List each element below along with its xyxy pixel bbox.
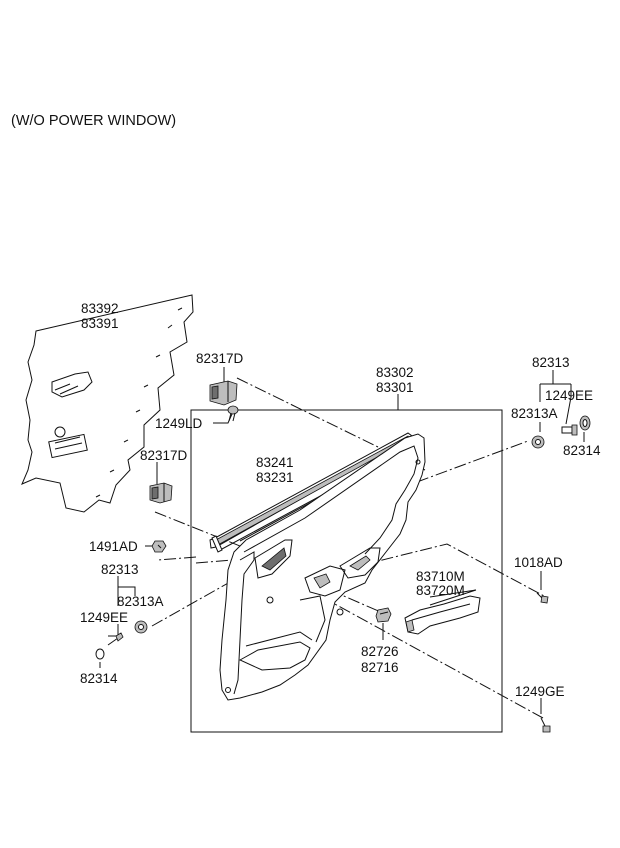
label-1249ee-left: 1249EE <box>80 610 128 625</box>
label-82317d-top: 82317D <box>196 351 244 366</box>
label-1491ad: 1491AD <box>89 539 138 554</box>
label-82313a-left: 82313A <box>117 594 164 609</box>
label-83710m: 83710M <box>416 569 465 584</box>
label-82726: 82726 <box>361 644 399 659</box>
label-82314-left: 82314 <box>80 671 118 686</box>
clip-82317d-top <box>209 380 238 406</box>
alignment-lines <box>151 377 547 719</box>
label-83392: 83392 <box>81 301 119 316</box>
label-83720m: 83720M <box>416 583 465 598</box>
label-1018ad: 1018AD <box>514 555 563 570</box>
fastener-1491ad <box>151 540 167 553</box>
clip-82317d-mid <box>149 482 173 504</box>
screw-1249ee-left <box>107 632 124 646</box>
label-83241: 83241 <box>256 455 294 470</box>
grommet-82313a-left <box>134 620 148 634</box>
part-labels: 83392 83391 82317D 1249LD 83302 83301 82… <box>80 301 601 699</box>
label-82314-right: 82314 <box>563 443 601 458</box>
label-82313a-right: 82313A <box>511 406 558 421</box>
label-83302: 83302 <box>376 365 414 380</box>
screw-1249ge <box>540 717 551 733</box>
door-trim-assembly-frame <box>190 409 503 733</box>
screw-1249ld <box>227 405 239 422</box>
grommet-82313a-right <box>531 435 545 449</box>
door-trim-panel <box>219 433 426 701</box>
diagram-caption: (W/O POWER WINDOW) <box>11 113 177 129</box>
cap-82314-right <box>579 415 591 431</box>
bushing-82726 <box>375 607 392 623</box>
label-82313-right: 82313 <box>532 355 570 370</box>
label-83391: 83391 <box>81 316 119 331</box>
cap-82314-left <box>95 648 105 660</box>
screw-1018ad <box>536 592 549 604</box>
label-82716: 82716 <box>361 660 399 675</box>
label-1249ge: 1249GE <box>515 684 565 699</box>
label-1249ld: 1249LD <box>155 416 203 431</box>
screw-1249ee-right <box>561 424 578 436</box>
pull-handle <box>404 595 481 635</box>
label-1249ee-right: 1249EE <box>545 388 593 403</box>
vapor-barrier-sheet <box>21 294 194 513</box>
label-83231: 83231 <box>256 470 294 485</box>
label-82313-left: 82313 <box>101 562 139 577</box>
label-83301: 83301 <box>376 380 414 395</box>
label-82317d-mid: 82317D <box>140 448 188 463</box>
